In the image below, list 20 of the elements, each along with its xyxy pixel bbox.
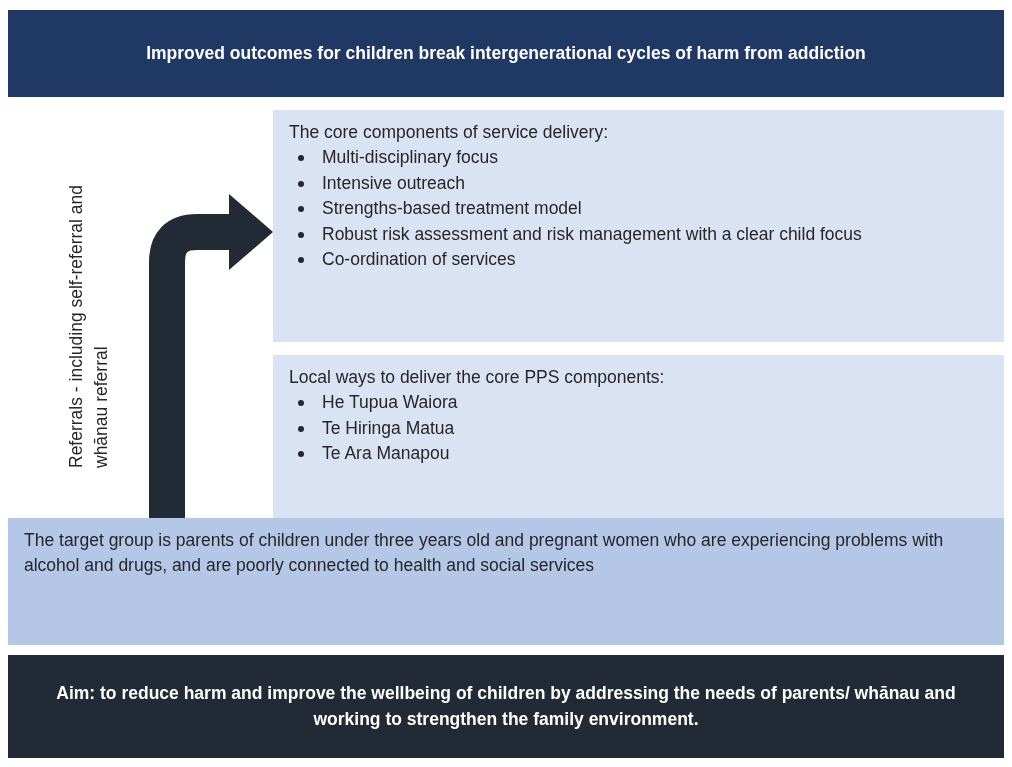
bullet-item: Multi-disciplinary focus: [322, 147, 499, 168]
banner-box: [8, 10, 1004, 97]
bullet-item: Te Hiringa Matua: [322, 417, 455, 438]
bullet-item: He Tupua Waiora: [322, 392, 458, 413]
bullet-item: Robust risk assessment and risk management with a clear child focus: [322, 223, 862, 244]
text-box: [8, 518, 1004, 645]
box-text: Aim: to reduce harm and improve the wellbeing of children by addressing the needs of parents/ whānau and working to strengthen the family environment.: [55, 682, 957, 731]
box-text: Improved outcomes for children break intergenerational cycles of harm from addiction: [146, 41, 866, 65]
bullet-item: Intensive outreach: [322, 172, 465, 193]
banner-box: [8, 655, 1004, 758]
box-heading: The core components of service delivery:: [289, 121, 610, 144]
edge-label: Referrals - including self-referral and whānau referral: [64, 183, 111, 468]
arrow: [149, 194, 273, 518]
box-text: The target group is parents of children under three years old and pregnant women who are experiencing problems with alcohol and drugs, and are poorly connected to health and social services: [24, 529, 945, 578]
bullet-item: Co-ordination of services: [322, 248, 516, 269]
bullet-item: Te Ara Manapou: [322, 443, 450, 464]
text-box: [273, 110, 1004, 342]
bullet-item: Strengths-based treatment model: [322, 198, 582, 219]
box-heading: Local ways to deliver the core PPS components:: [289, 366, 666, 389]
text-box: [273, 355, 1004, 518]
